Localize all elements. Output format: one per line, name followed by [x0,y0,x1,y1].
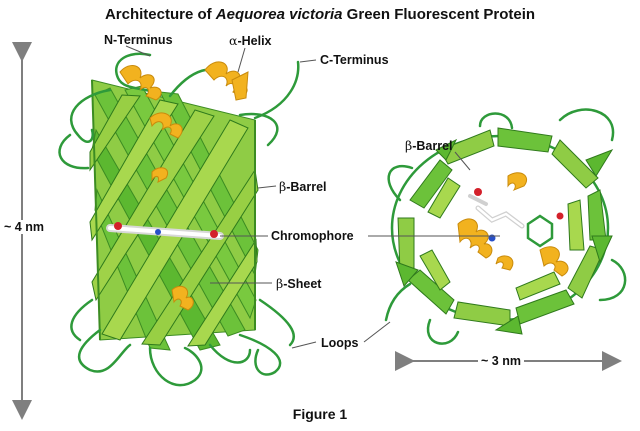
c-terminus-label: C-Terminus [320,53,389,67]
top-view-barrel [384,108,627,345]
alpha-symbol: α [229,33,238,48]
figure-title: Architecture of Aequorea victoria Green … [104,6,536,23]
beta-symbol: β [279,179,287,194]
figure-caption: Figure 1 [292,406,348,422]
beta-symbol: β [276,276,284,291]
beta-barrel-label-top: β-Barrel [405,138,453,153]
width-label: ~ 3 nm [478,354,524,368]
barrel-text: -Barrel [286,180,327,194]
chromophore-top [468,188,564,248]
beta-symbol: β [405,138,413,153]
helix-text: -Helix [237,34,272,48]
leader-lines [125,45,500,349]
beta-sheet-label: β-Sheet [276,276,321,291]
sheet-text: -Sheet [283,277,322,291]
beta-barrel-label-side: β-Barrel [279,179,327,194]
side-view-barrel [58,52,300,387]
chromophore-side [106,222,224,240]
barrel-text: -Barrel [412,139,453,153]
n-terminus-label: N-Terminus [104,33,173,47]
chromophore-label: Chromophore [271,229,354,243]
height-label: ~ 4 nm [4,220,44,234]
loops-label: Loops [321,336,359,350]
alpha-helix-label: α-Helix [229,33,272,48]
